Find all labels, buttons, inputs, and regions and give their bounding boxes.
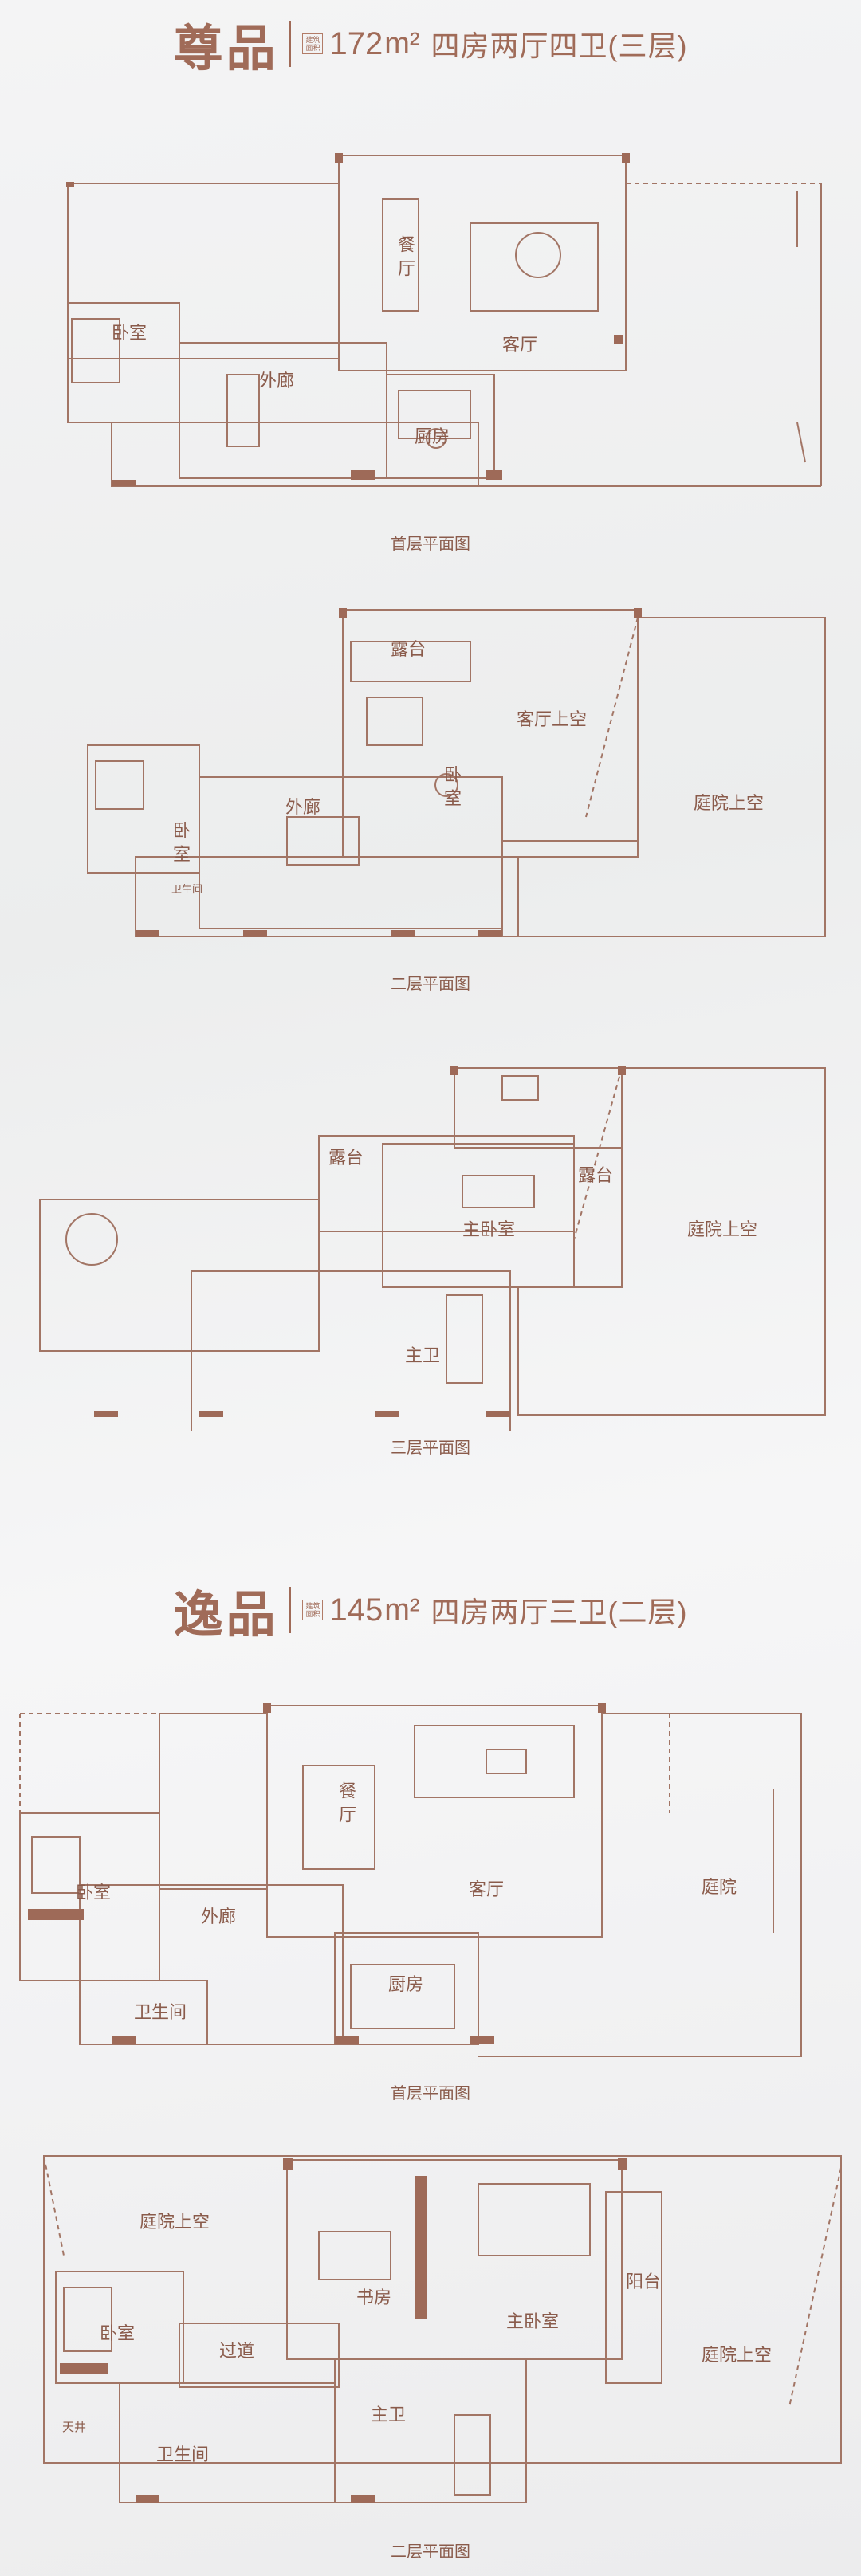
room-label: 卧室	[442, 765, 462, 813]
room-label: 主卫	[405, 1345, 441, 1365]
floor-plan-2f: 庭院上空 书房 主卧室 阳台 卧室 过道 庭院上空 主卫 卫生间 天井	[0, 2144, 861, 2519]
room-label: 露台	[391, 639, 427, 659]
room-label: 客厅	[502, 335, 538, 355]
product-title: 尊品	[173, 22, 279, 77]
room-label: 卫生间	[156, 2444, 210, 2464]
area-value: 172	[329, 26, 383, 61]
room-label: 庭院	[702, 1877, 737, 1897]
room-label: 庭院上空	[687, 1219, 758, 1239]
room-label: 过道	[219, 2341, 255, 2361]
plan-caption: 首层平面图	[391, 2085, 470, 2103]
room-label: 天井	[62, 2421, 87, 2434]
room-label: 外廊	[285, 797, 321, 817]
divider	[289, 1587, 292, 1633]
room-label: 厨房	[415, 426, 450, 446]
product-title: 逸品	[173, 1588, 279, 1643]
room-label: 卫生间	[134, 2002, 187, 2022]
area-badge: 建筑 面积	[302, 33, 324, 54]
room-label: 厨房	[388, 1974, 424, 1994]
room-label: 卧室	[112, 323, 147, 343]
plan-caption: 三层平面图	[391, 1439, 470, 1457]
floor-plan-3f: 露台 露台 主卧室 庭院上空 主卫	[0, 1056, 861, 1431]
room-label: 外廊	[259, 371, 295, 391]
room-label: 露台	[578, 1165, 614, 1185]
floor-plan-1f: 餐厅 客厅 卧室 外廊 厨房	[0, 135, 861, 566]
room-label: 主卧室	[506, 2311, 560, 2331]
room-label: 庭院上空	[140, 2212, 210, 2232]
room-label: 客厅	[469, 1879, 505, 1899]
section-header: 尊品 建筑 面积 172 m² 四房两厅四卫(三层)	[0, 0, 861, 88]
room-label: 卧室	[100, 2323, 136, 2343]
room-label: 主卫	[371, 2405, 407, 2425]
plan-caption: 二层平面图	[391, 976, 470, 993]
area-unit: m²	[384, 26, 420, 61]
room-label: 庭院上空	[702, 2345, 773, 2365]
section-header: 逸品 建筑 面积 145 m² 四房两厅三卫(二层)	[0, 1566, 861, 1654]
room-label: 卧室	[171, 821, 191, 869]
divider	[289, 21, 292, 67]
area-value: 145	[329, 1592, 383, 1628]
plan-caption: 首层平面图	[391, 536, 470, 553]
area-badge: 建筑 面积	[302, 1600, 324, 1620]
room-label: 主卧室	[462, 1219, 516, 1239]
room-label: 卧室	[76, 1883, 112, 1903]
room-label: 外廊	[201, 1906, 237, 1926]
room-label: 卫生间	[171, 883, 203, 895]
plan-drawing	[87, 608, 826, 937]
area-unit: m²	[384, 1592, 420, 1627]
plan-drawing	[39, 1066, 826, 1431]
room-label: 餐厅	[395, 235, 415, 283]
room-label: 书房	[356, 2287, 392, 2307]
plan-drawing	[19, 1703, 802, 2057]
plan-drawing	[66, 153, 822, 487]
plan-caption: 二层平面图	[391, 2543, 470, 2561]
room-label: 客厅上空	[517, 709, 588, 729]
floor-plan-1f: 餐厅 客厅 庭院 卧室 外廊 卫生间 厨房	[0, 1694, 861, 2076]
room-label: 阳台	[626, 2272, 662, 2291]
layout-description: 四房两厅四卫(三层)	[431, 29, 688, 62]
plan-drawing	[43, 2155, 842, 2503]
room-label: 庭院上空	[694, 793, 765, 813]
layout-description: 四房两厅三卫(二层)	[431, 1596, 688, 1628]
room-label: 餐厅	[336, 1781, 356, 1829]
room-label: 露台	[328, 1148, 364, 1168]
floor-plan-2f: 露台 客厅上空 卧室 卧室 外廊 庭院上空 卫生间	[0, 594, 861, 968]
